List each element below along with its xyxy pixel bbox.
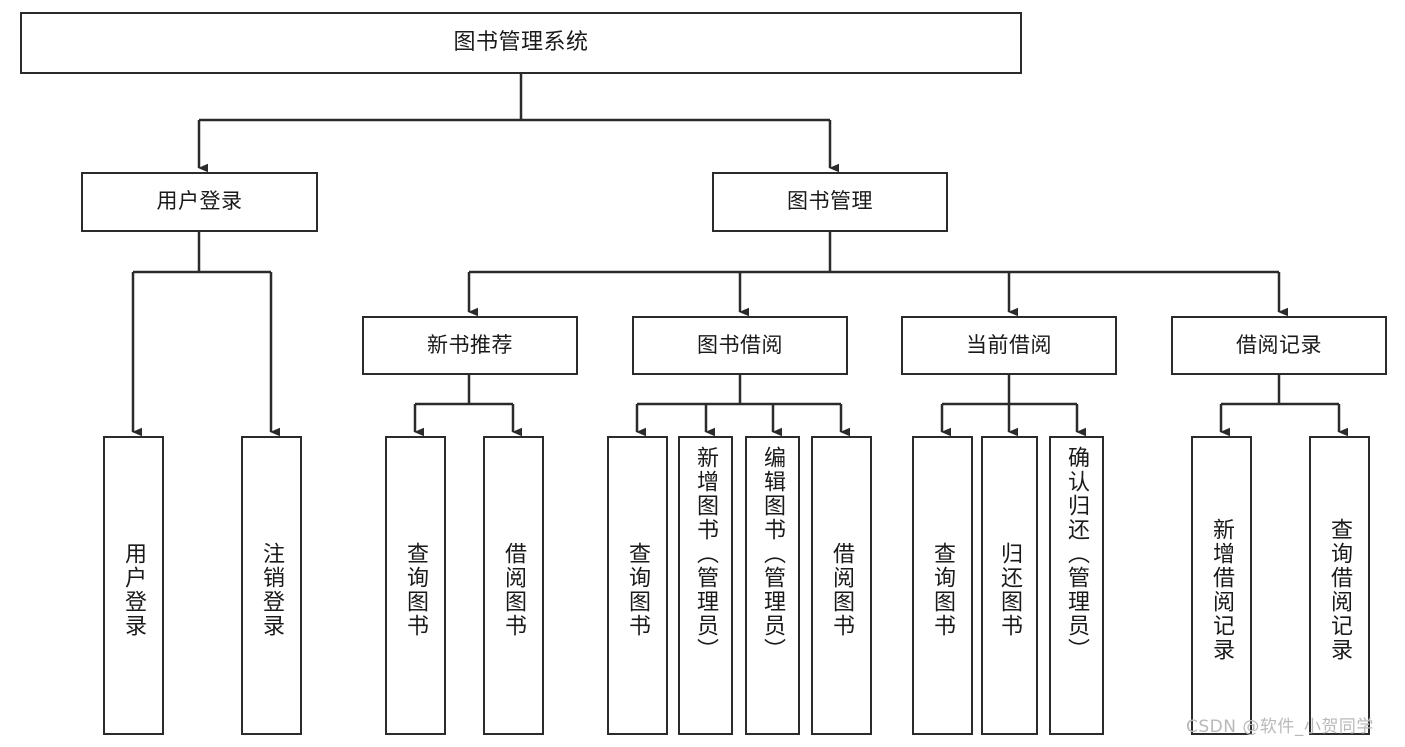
node-leaf-query-book-borrow[interactable]: 查询图书 [607, 436, 668, 735]
csdn-watermark: CSDN @软件_小贺同学 [1186, 717, 1374, 737]
node-leaf-add-borrow-record[interactable]: 新增借阅记录 [1191, 436, 1252, 735]
node-label: 查询图书 [625, 541, 651, 638]
node-leaf-query-book-recommend[interactable]: 查询图书 [385, 436, 446, 735]
node-leaf-return-book[interactable]: 归还图书 [981, 436, 1038, 735]
node-label: 借阅图书 [829, 541, 855, 638]
node-leaf-query-book-current[interactable]: 查询图书 [912, 436, 973, 735]
node-leaf-user-login[interactable]: 用户登录 [103, 436, 164, 735]
node-label: 归还图书 [997, 541, 1023, 638]
node-current-borrow[interactable]: 当前借阅 [901, 316, 1117, 375]
node-leaf-borrow-book-recommend[interactable]: 借阅图书 [483, 436, 544, 735]
node-label: 图书管理系统 [453, 29, 589, 55]
node-label: 新书推荐 [427, 332, 513, 357]
node-label: 查询图书 [930, 541, 956, 638]
node-label: 用户登录 [156, 189, 243, 214]
node-label: 查询图书 [403, 541, 429, 638]
node-label: 编辑图书（管理员） [760, 446, 786, 662]
node-label: 借阅记录 [1236, 332, 1322, 357]
node-label: 查询借阅记录 [1327, 517, 1353, 662]
node-leaf-borrow-book[interactable]: 借阅图书 [811, 436, 872, 735]
node-leaf-edit-book[interactable]: 编辑图书（管理员） [745, 436, 800, 735]
node-user-login[interactable]: 用户登录 [81, 172, 318, 232]
node-label: 注销登录 [259, 541, 285, 638]
node-leaf-logout-login[interactable]: 注销登录 [241, 436, 302, 735]
node-book-manage[interactable]: 图书管理 [712, 172, 948, 232]
node-leaf-confirm-return[interactable]: 确认归还（管理员） [1049, 436, 1104, 735]
node-label: 新增借阅记录 [1209, 517, 1235, 662]
node-label: 用户登录 [121, 541, 147, 638]
node-label: 图书管理 [787, 189, 873, 214]
node-book-borrow[interactable]: 图书借阅 [632, 316, 848, 375]
node-leaf-query-borrow-record[interactable]: 查询借阅记录 [1309, 436, 1370, 735]
node-label: 借阅图书 [501, 541, 527, 638]
node-leaf-add-book[interactable]: 新增图书（管理员） [678, 436, 733, 735]
node-label: 图书借阅 [697, 332, 783, 357]
node-new-book-recommend[interactable]: 新书推荐 [362, 316, 578, 375]
node-borrow-record[interactable]: 借阅记录 [1171, 316, 1387, 375]
node-label: 当前借阅 [966, 332, 1052, 357]
node-root-book-management-system[interactable]: 图书管理系统 [20, 12, 1022, 74]
node-label: 确认归还（管理员） [1064, 446, 1090, 662]
node-label: 新增图书（管理员） [693, 446, 719, 662]
